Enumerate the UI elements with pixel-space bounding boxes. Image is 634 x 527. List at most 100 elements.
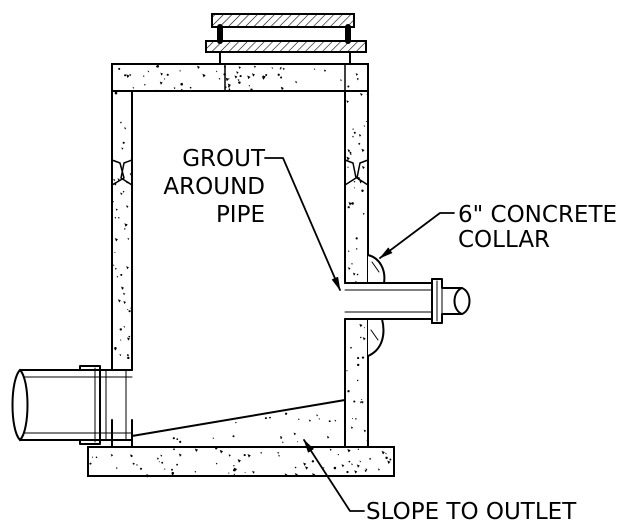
concrete-speckle xyxy=(122,190,125,193)
concrete-speckle xyxy=(120,273,123,276)
concrete-speckle xyxy=(356,273,359,276)
concrete-speckle xyxy=(346,100,349,104)
concrete-speckle xyxy=(352,135,355,138)
concrete-speckle xyxy=(252,470,255,474)
concrete-speckle xyxy=(347,149,351,153)
concrete-speckle xyxy=(316,414,319,417)
concrete-speckle xyxy=(113,178,116,182)
concrete-speckle xyxy=(358,134,362,137)
concrete-speckle xyxy=(280,86,284,91)
concrete-speckle xyxy=(117,216,120,219)
concrete-speckle xyxy=(247,454,251,458)
concrete-speckle xyxy=(238,66,241,70)
concrete-speckle xyxy=(176,438,179,441)
grout-label-line3: PIPE xyxy=(216,202,265,228)
concrete-speckle xyxy=(119,328,123,331)
concrete-speckle xyxy=(253,65,257,69)
concrete-speckle xyxy=(132,87,135,89)
concrete-speckle xyxy=(357,448,360,450)
concrete-speckle xyxy=(120,121,122,124)
concrete-speckle xyxy=(237,79,240,82)
concrete-speckle xyxy=(355,237,358,240)
concrete-speckle xyxy=(265,73,268,77)
concrete-speckle xyxy=(353,400,356,403)
concrete-speckle xyxy=(359,323,363,328)
concrete-speckle xyxy=(155,65,158,68)
concrete-speckle xyxy=(360,400,364,404)
concrete-speckle xyxy=(361,189,364,193)
concrete-speckle xyxy=(118,67,121,70)
grout-label-line2: AROUND xyxy=(163,174,265,200)
concrete-speckle xyxy=(357,357,360,360)
concrete-speckle xyxy=(361,165,365,170)
concrete-speckle xyxy=(112,201,114,203)
concrete-speckle xyxy=(132,462,135,465)
concrete-speckle xyxy=(173,448,175,451)
concrete-speckle xyxy=(215,462,218,465)
concrete-speckle xyxy=(353,187,355,189)
concrete-speckle xyxy=(215,70,218,73)
concrete-speckle xyxy=(347,390,350,393)
concrete-speckle xyxy=(232,435,235,438)
sloped-bench xyxy=(131,399,346,437)
concrete-speckle xyxy=(114,251,116,254)
concrete-speckle xyxy=(176,463,178,466)
concrete-speckle xyxy=(356,363,360,367)
concrete-speckle xyxy=(352,272,356,276)
concrete-speckle xyxy=(136,464,138,466)
concrete-speckle xyxy=(122,141,125,144)
concrete-speckle xyxy=(279,436,283,439)
concrete-speckle xyxy=(160,454,163,457)
concrete-speckle xyxy=(280,76,283,79)
concrete-speckle xyxy=(337,453,339,456)
concrete-speckle xyxy=(351,202,354,205)
concrete-speckle xyxy=(144,84,146,86)
concrete-speckle xyxy=(121,147,124,150)
concrete-speckle xyxy=(278,454,281,457)
concrete-speckle xyxy=(360,93,363,97)
concrete-speckle xyxy=(239,75,242,78)
concrete-speckle xyxy=(385,456,388,460)
concrete-speckle xyxy=(356,77,359,81)
concrete-speckle xyxy=(130,454,132,456)
concrete-speckle xyxy=(233,473,235,475)
concrete-texture xyxy=(89,65,392,478)
concrete-speckle xyxy=(166,73,169,76)
concrete-speckle xyxy=(293,432,297,436)
top-slab xyxy=(111,63,369,92)
outlet-pipe xyxy=(344,278,471,324)
concrete-speckle xyxy=(353,131,356,134)
concrete-speckle xyxy=(365,468,368,471)
collar-label-line2: COLLAR xyxy=(458,227,550,253)
concrete-speckle xyxy=(354,470,358,474)
concrete-speckle xyxy=(347,448,351,453)
concrete-speckle xyxy=(171,471,175,475)
concrete-speckle xyxy=(348,460,351,463)
concrete-speckle xyxy=(126,266,129,270)
concrete-speckle xyxy=(251,73,255,77)
concrete-speckle xyxy=(95,456,98,459)
concrete-speckle xyxy=(381,450,385,455)
concrete-speckle xyxy=(294,466,297,469)
concrete-speckle xyxy=(114,267,117,270)
concrete-speckle xyxy=(353,180,356,183)
concrete-speckle xyxy=(173,87,176,90)
concrete-speckle xyxy=(126,354,129,357)
concrete-speckle xyxy=(179,70,181,72)
concrete-speckle xyxy=(333,466,337,470)
concrete-speckle xyxy=(312,473,316,477)
concrete-speckle xyxy=(355,417,357,420)
concrete-speckle xyxy=(116,467,118,469)
concrete-speckle xyxy=(362,337,366,341)
concrete-speckle xyxy=(91,456,94,458)
concrete-speckle xyxy=(123,228,126,230)
concrete-speckle xyxy=(225,77,229,82)
concrete-speckle xyxy=(318,418,321,420)
concrete-speckle xyxy=(178,453,182,457)
concrete-speckle xyxy=(123,292,126,296)
base-slab xyxy=(87,446,395,477)
concrete-speckle xyxy=(363,327,366,329)
concrete-speckle xyxy=(124,223,128,227)
concrete-speckle xyxy=(156,65,160,68)
concrete-speckle xyxy=(303,462,307,466)
